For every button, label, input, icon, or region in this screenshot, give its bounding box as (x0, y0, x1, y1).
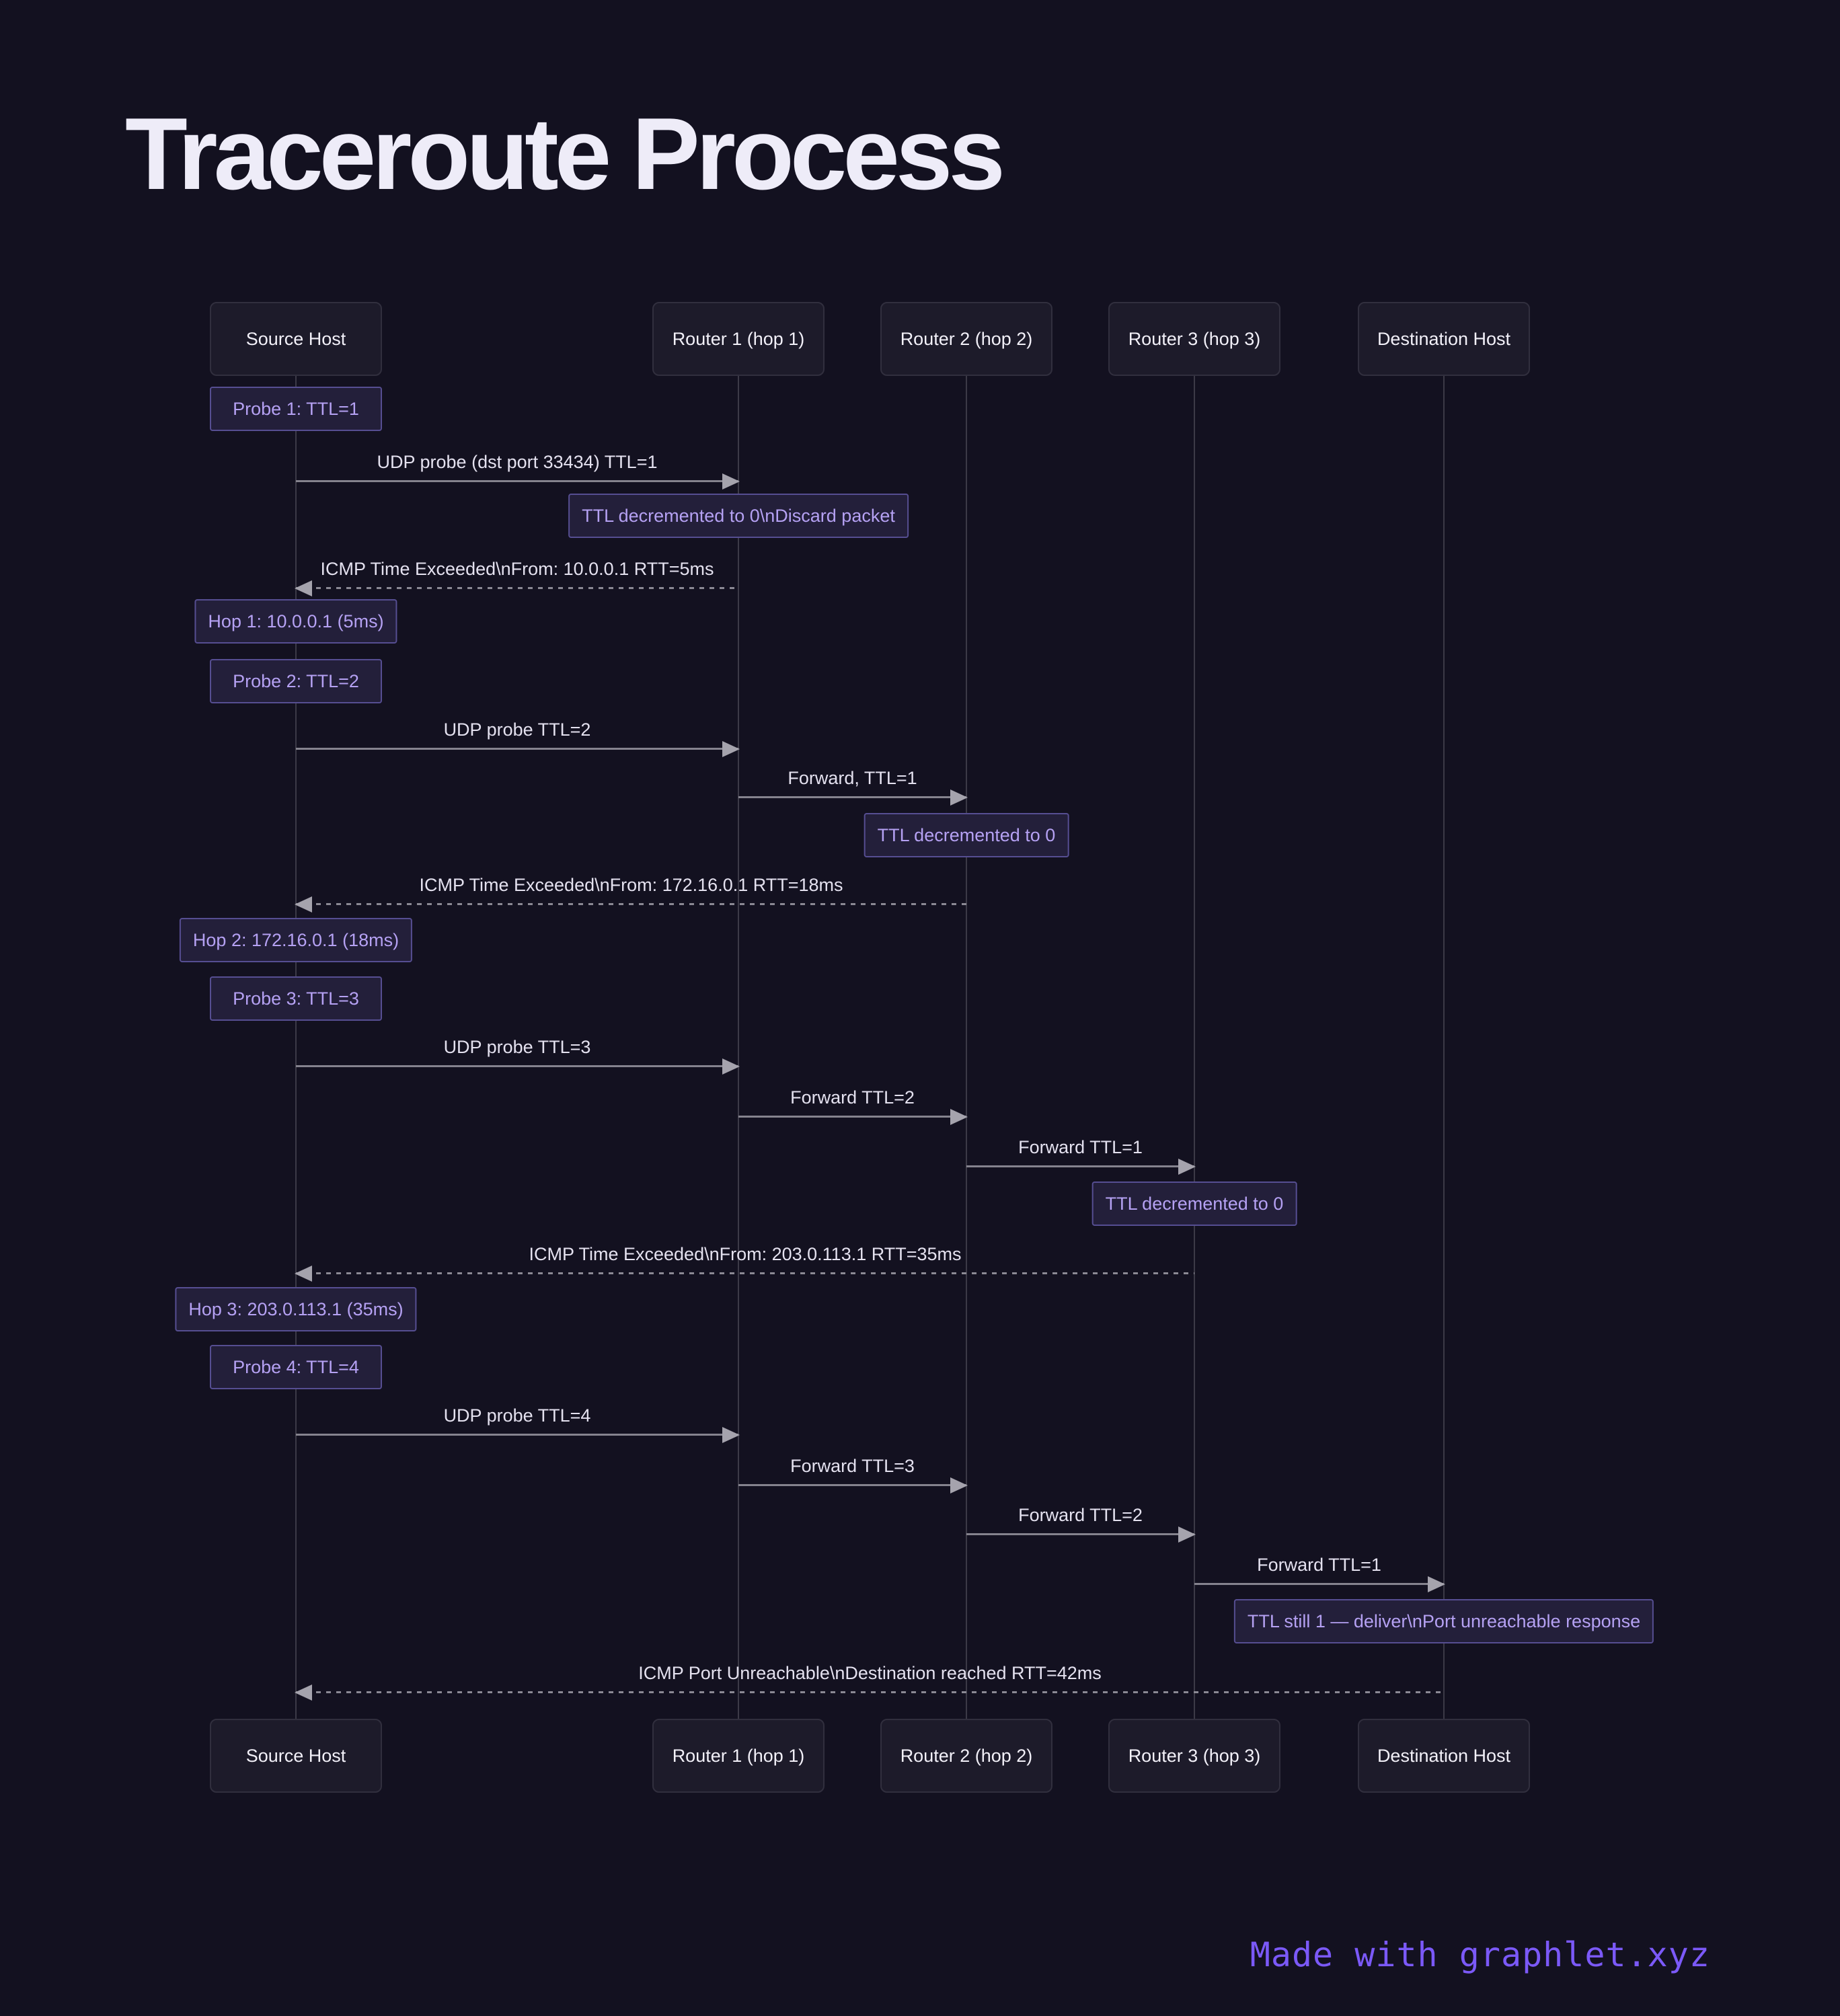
actor-label: Router 2 (hop 2) (900, 1745, 1033, 1766)
actor-box-top-dest: Destination Host (1358, 302, 1530, 376)
note-11: Probe 3: TTL=3 (210, 976, 382, 1021)
arrowhead-right-icon (950, 1108, 968, 1125)
actor-box-top-router3: Router 3 (hop 3) (1108, 302, 1280, 376)
actor-box-top-router2: Router 2 (hop 2) (880, 302, 1052, 376)
message-16: ICMP Time Exceeded\nFrom: 203.0.113.1 RT… (295, 1237, 1194, 1282)
page-title: Traceroute Process (125, 97, 1005, 211)
message-13: Forward TTL=2 (738, 1080, 968, 1125)
message-line (1194, 1576, 1445, 1592)
message-label: Forward TTL=2 (1018, 1504, 1143, 1525)
note-0: Probe 1: TTL=1 (210, 387, 382, 431)
arrowhead-right-icon (1178, 1526, 1196, 1543)
actor-box-top-router1: Router 1 (hop 1) (652, 302, 825, 376)
message-label: Forward, TTL=1 (788, 767, 917, 788)
actor-label: Source Host (245, 1745, 346, 1766)
note-8: TTL decremented to 0 (864, 813, 1069, 857)
message-line (295, 1684, 1444, 1701)
message-line (738, 789, 968, 806)
message-line (966, 1526, 1196, 1543)
arrowhead-left-icon (295, 1684, 312, 1701)
note-15: TTL decremented to 0 (1091, 1181, 1297, 1226)
arrowhead-left-icon (295, 1265, 312, 1282)
note-2: TTL decremented to 0\nDiscard packet (568, 494, 909, 538)
message-label: Forward TTL=1 (1257, 1554, 1381, 1575)
message-label: UDP probe TTL=3 (443, 1036, 591, 1057)
arrowhead-right-icon (950, 1477, 968, 1494)
lifeline-source (295, 376, 297, 1719)
lifeline-router2 (966, 376, 967, 1719)
message-line (738, 1108, 968, 1125)
lifeline-dest (1443, 376, 1445, 1719)
actor-label: Router 1 (hop 1) (672, 328, 805, 349)
message-20: Forward TTL=3 (738, 1448, 968, 1494)
message-24: ICMP Port Unreachable\nDestination reach… (295, 1656, 1444, 1701)
message-12: UDP probe TTL=3 (296, 1030, 740, 1075)
actor-label: Router 1 (hop 1) (672, 1745, 805, 1766)
message-line (295, 896, 966, 913)
actor-label: Source Host (245, 328, 346, 349)
actor-box-bottom-router1: Router 1 (hop 1) (652, 1719, 825, 1793)
actor-box-top-source: Source Host (210, 302, 382, 376)
message-19: UDP probe TTL=4 (296, 1398, 740, 1443)
actor-label: Destination Host (1377, 1745, 1511, 1766)
message-6: UDP probe TTL=2 (296, 712, 740, 757)
message-label: ICMP Time Exceeded\nFrom: 172.16.0.1 RTT… (419, 874, 843, 895)
message-21: Forward TTL=2 (966, 1498, 1196, 1543)
actor-label: Router 2 (hop 2) (900, 328, 1033, 349)
message-label: Forward TTL=3 (790, 1455, 915, 1476)
message-line (296, 1426, 740, 1443)
arrowhead-right-icon (722, 473, 740, 490)
message-3: ICMP Time Exceeded\nFrom: 10.0.0.1 RTT=5… (295, 551, 738, 596)
message-label: ICMP Port Unreachable\nDestination reach… (638, 1662, 1102, 1683)
message-line (966, 1158, 1196, 1175)
arrowhead-left-icon (295, 580, 312, 596)
message-1: UDP probe (dst port 33434) TTL=1 (296, 444, 740, 490)
message-label: UDP probe TTL=4 (443, 1405, 591, 1426)
message-label: UDP probe TTL=2 (443, 719, 591, 740)
actor-box-bottom-router3: Router 3 (hop 3) (1108, 1719, 1280, 1793)
message-label: Forward TTL=2 (790, 1087, 915, 1108)
watermark: Made with graphlet.xyz (1250, 1935, 1710, 1974)
note-23: TTL still 1 — deliver\nPort unreachable … (1233, 1599, 1654, 1643)
arrowhead-right-icon (722, 1426, 740, 1443)
message-line (295, 1265, 1194, 1282)
message-line (295, 580, 738, 596)
lifeline-router3 (1194, 376, 1195, 1719)
actor-box-bottom-router2: Router 2 (hop 2) (880, 1719, 1052, 1793)
actor-box-bottom-source: Source Host (210, 1719, 382, 1793)
actor-label: Router 3 (hop 3) (1128, 328, 1261, 349)
message-line (738, 1477, 968, 1494)
arrowhead-right-icon (722, 1058, 740, 1075)
message-9: ICMP Time Exceeded\nFrom: 172.16.0.1 RTT… (295, 867, 966, 913)
note-4: Hop 1: 10.0.0.1 (5ms) (194, 599, 397, 644)
actor-label: Router 3 (hop 3) (1128, 1745, 1261, 1766)
message-label: UDP probe (dst port 33434) TTL=1 (377, 451, 658, 472)
message-7: Forward, TTL=1 (738, 761, 968, 806)
arrowhead-left-icon (295, 896, 312, 913)
message-22: Forward TTL=1 (1194, 1547, 1445, 1592)
message-line (296, 740, 740, 757)
note-17: Hop 3: 203.0.113.1 (35ms) (175, 1287, 417, 1331)
actor-box-bottom-dest: Destination Host (1358, 1719, 1530, 1793)
message-label: ICMP Time Exceeded\nFrom: 10.0.0.1 RTT=5… (320, 558, 714, 579)
note-10: Hop 2: 172.16.0.1 (18ms) (179, 918, 413, 962)
lifeline-router1 (738, 376, 739, 1719)
actor-label: Destination Host (1377, 328, 1511, 349)
message-label: Forward TTL=1 (1018, 1136, 1143, 1157)
message-line (296, 473, 740, 490)
message-line (296, 1058, 740, 1075)
arrowhead-right-icon (1428, 1576, 1445, 1592)
arrowhead-right-icon (950, 789, 968, 806)
arrowhead-right-icon (722, 740, 740, 757)
message-14: Forward TTL=1 (966, 1130, 1196, 1175)
arrowhead-right-icon (1178, 1158, 1196, 1175)
message-label: ICMP Time Exceeded\nFrom: 203.0.113.1 RT… (529, 1243, 962, 1264)
note-5: Probe 2: TTL=2 (210, 659, 382, 703)
note-18: Probe 4: TTL=4 (210, 1345, 382, 1389)
